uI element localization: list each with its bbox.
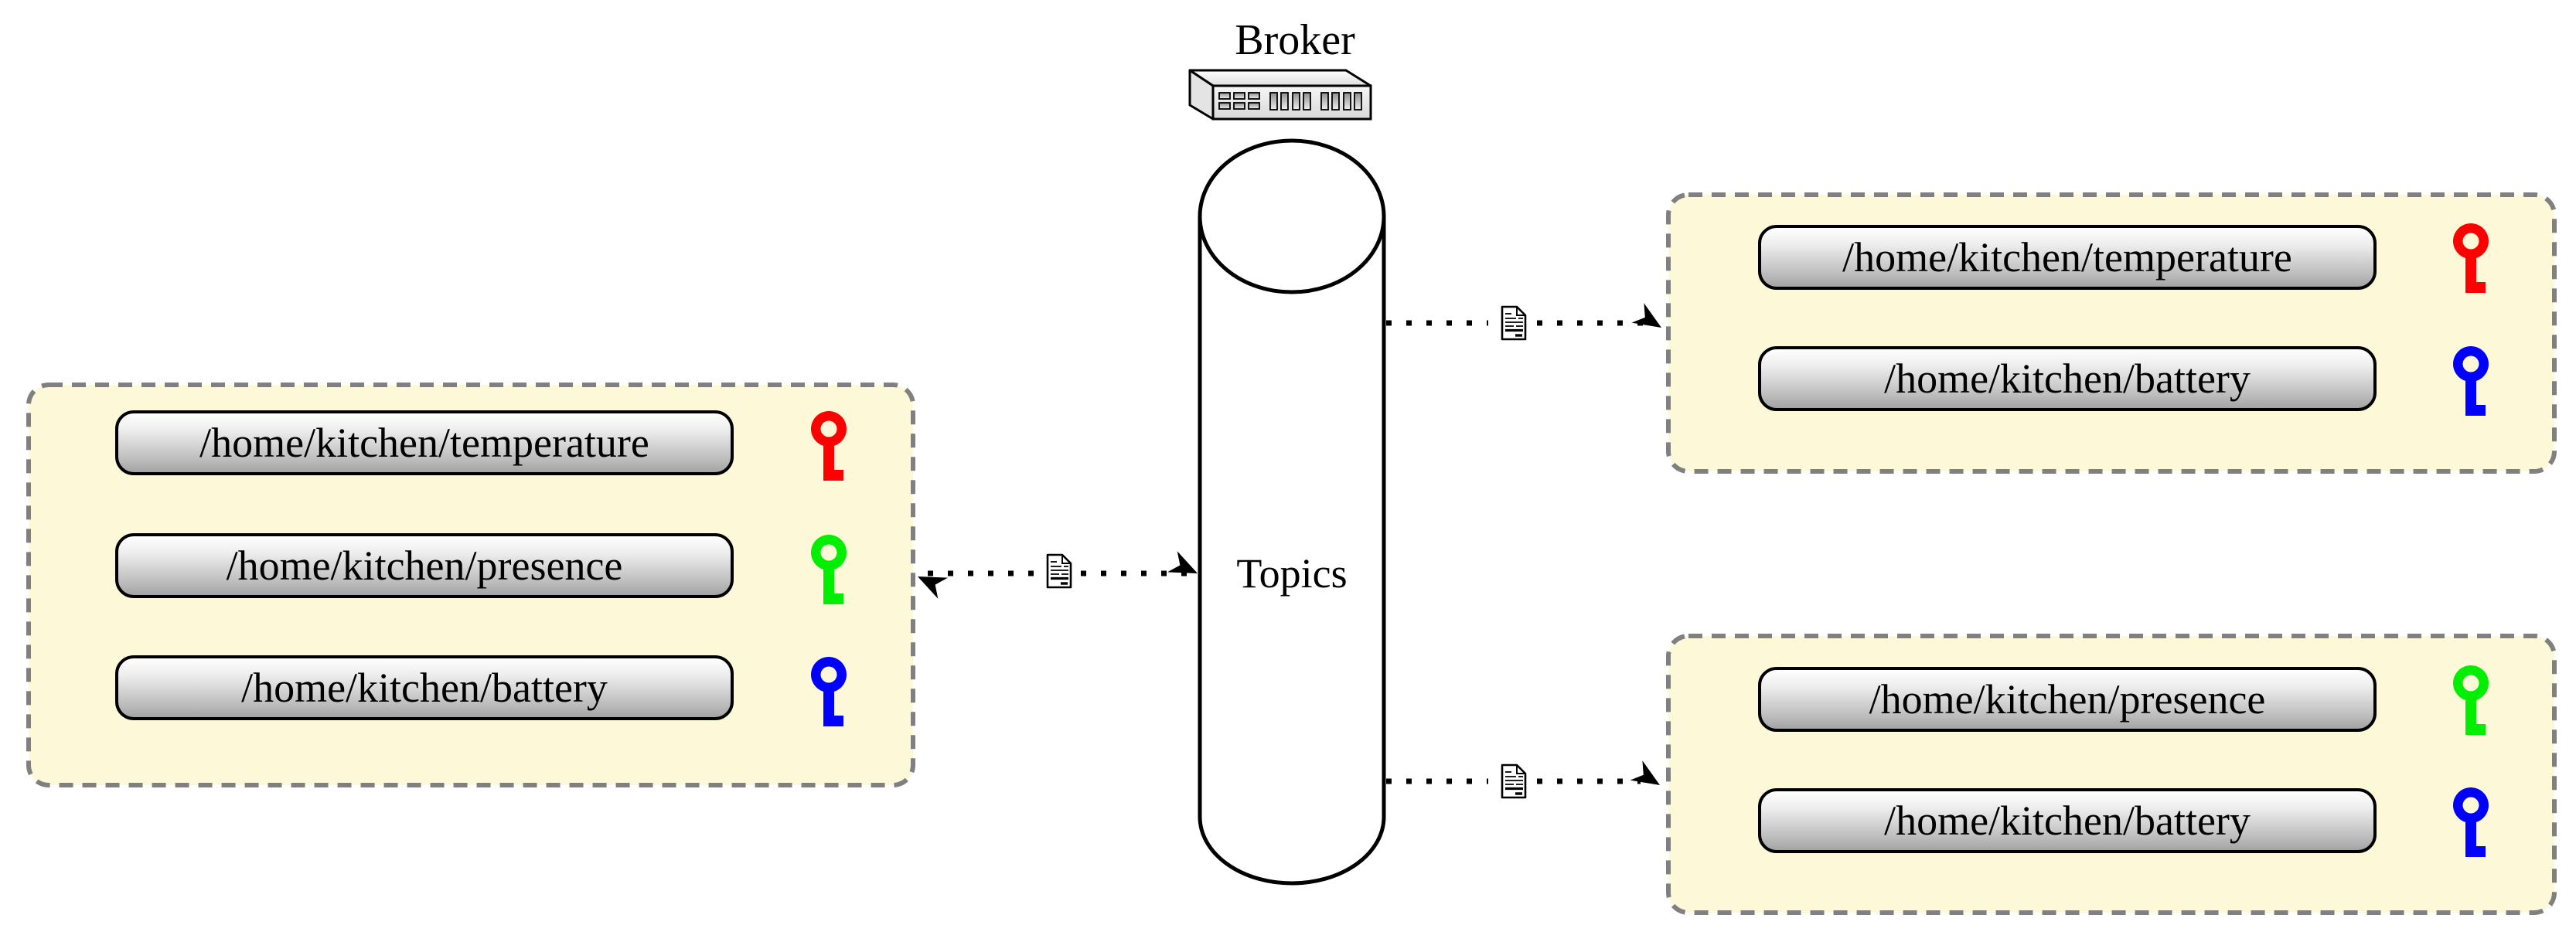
- message-document-icon: [1501, 305, 1527, 341]
- topic-label: /home/kitchen/presence: [1869, 676, 2266, 723]
- subscriber-group-bottom: /home/kitchen/presence /home/kitchen/bat…: [1666, 634, 2557, 915]
- topic-button-temperature: /home/kitchen/temperature: [1758, 225, 2377, 290]
- green-key-icon: [811, 535, 847, 604]
- topic-button-battery: /home/kitchen/battery: [115, 655, 734, 720]
- blue-key-icon: [811, 657, 847, 726]
- topic-label: /home/kitchen/presence: [226, 542, 623, 589]
- topic-label: /home/kitchen/battery: [241, 665, 608, 711]
- message-document-icon: [1501, 763, 1527, 799]
- blue-key-icon: [2453, 787, 2489, 857]
- red-key-icon: [811, 411, 847, 481]
- topics-cylinder: [1198, 138, 1386, 886]
- switch-ports: [1218, 92, 1362, 111]
- topic-label: /home/kitchen/temperature: [199, 420, 649, 466]
- topic-button-presence: /home/kitchen/presence: [115, 533, 734, 598]
- topic-button-battery: /home/kitchen/battery: [1758, 788, 2377, 853]
- topic-button-temperature: /home/kitchen/temperature: [115, 410, 734, 475]
- topic-label: /home/kitchen/battery: [1884, 355, 2251, 402]
- topic-label: /home/kitchen/battery: [1884, 797, 2251, 844]
- subscriber-group-top: /home/kitchen/temperature /home/kitchen/…: [1666, 192, 2557, 474]
- topic-label: /home/kitchen/temperature: [1842, 234, 2292, 281]
- arrowhead: [1631, 303, 1668, 338]
- red-key-icon: [2453, 223, 2489, 293]
- green-key-icon: [2453, 665, 2489, 735]
- arrowhead: [1630, 760, 1666, 795]
- topic-button-battery: /home/kitchen/battery: [1758, 346, 2377, 411]
- blue-key-icon: [2453, 346, 2489, 416]
- broker-switch-icon: [1188, 69, 1372, 121]
- topics-label: Topics: [1236, 550, 1348, 597]
- topic-button-presence: /home/kitchen/presence: [1758, 667, 2377, 732]
- arrowhead: [912, 566, 948, 599]
- message-document-icon: [1046, 553, 1072, 589]
- broker-label: Broker: [1235, 16, 1355, 64]
- publisher-group: /home/kitchen/temperature /home/kitchen/…: [26, 383, 915, 787]
